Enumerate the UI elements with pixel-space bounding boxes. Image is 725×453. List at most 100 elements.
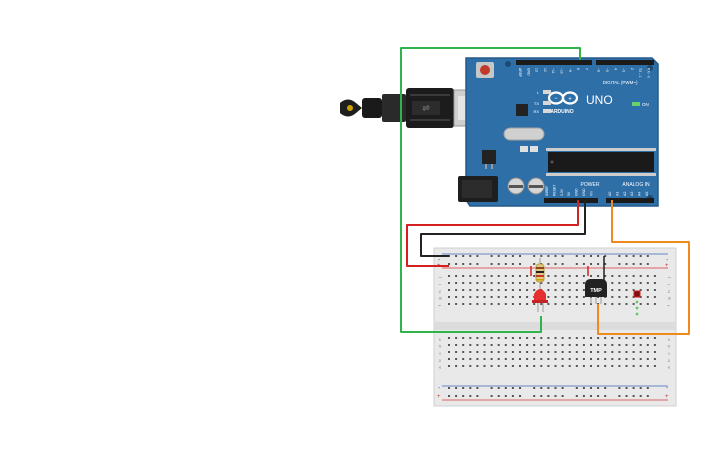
terminal-hole[interactable] — [561, 358, 564, 360]
rail-hole[interactable] — [519, 387, 521, 389]
terminal-hole[interactable] — [611, 275, 614, 277]
terminal-hole[interactable] — [476, 365, 479, 367]
terminal-hole[interactable] — [575, 358, 578, 360]
terminal-hole[interactable] — [448, 275, 450, 277]
terminal-hole[interactable] — [639, 365, 642, 367]
terminal-hole[interactable] — [519, 337, 521, 339]
rail-hole[interactable] — [476, 255, 479, 257]
terminal-hole[interactable] — [590, 337, 592, 339]
rail-hole[interactable] — [582, 387, 585, 389]
terminal-hole[interactable] — [497, 282, 500, 284]
rail-hole[interactable] — [561, 387, 564, 389]
black-wire[interactable] — [420, 200, 586, 257]
terminal-hole[interactable] — [575, 351, 578, 353]
usb-cable[interactable]: ⇌ — [340, 88, 481, 128]
reset-button[interactable] — [476, 62, 494, 78]
terminal-hole[interactable] — [575, 365, 578, 367]
terminal-hole[interactable] — [568, 337, 571, 339]
rail-hole[interactable] — [632, 387, 635, 389]
terminal-hole[interactable] — [646, 282, 649, 284]
rail-hole[interactable] — [462, 387, 465, 389]
terminal-hole[interactable] — [497, 365, 500, 367]
rail-hole[interactable] — [582, 255, 585, 257]
terminal-hole[interactable] — [625, 365, 628, 367]
rail-hole[interactable] — [646, 395, 649, 397]
rail-hole[interactable] — [455, 255, 458, 257]
rail-hole[interactable] — [469, 263, 472, 265]
terminal-hole[interactable] — [540, 365, 543, 367]
terminal-hole[interactable] — [618, 337, 621, 339]
terminal-hole[interactable] — [575, 282, 578, 284]
terminal-hole[interactable] — [476, 351, 479, 353]
terminal-hole[interactable] — [476, 275, 479, 277]
terminal-hole[interactable] — [554, 344, 557, 346]
terminal-hole[interactable] — [533, 337, 536, 339]
terminal-hole[interactable] — [448, 351, 450, 353]
terminal-hole[interactable] — [604, 337, 607, 339]
digital-header[interactable] — [516, 60, 654, 65]
terminal-hole[interactable] — [604, 275, 607, 277]
terminal-hole[interactable] — [533, 282, 536, 284]
terminal-hole[interactable] — [590, 275, 592, 277]
terminal-hole[interactable] — [575, 296, 578, 298]
terminal-hole[interactable] — [469, 275, 472, 277]
rail-hole[interactable] — [476, 387, 479, 389]
terminal-hole[interactable] — [618, 351, 621, 353]
terminal-hole[interactable] — [653, 351, 656, 353]
terminal-hole[interactable] — [568, 296, 571, 298]
terminal-hole[interactable] — [504, 303, 507, 305]
terminal-hole[interactable] — [455, 344, 458, 346]
terminal-hole[interactable] — [604, 358, 607, 360]
rail-hole[interactable] — [476, 395, 479, 397]
terminal-hole[interactable] — [455, 296, 458, 298]
rail-hole[interactable] — [462, 255, 465, 257]
rail-hole[interactable] — [639, 395, 642, 397]
terminal-hole[interactable] — [497, 337, 500, 339]
terminal-hole[interactable] — [611, 344, 614, 346]
terminal-hole[interactable] — [646, 303, 649, 305]
terminal-hole[interactable] — [625, 296, 628, 298]
terminal-hole[interactable] — [582, 282, 585, 284]
terminal-hole[interactable] — [490, 303, 493, 305]
terminal-hole[interactable] — [582, 296, 585, 298]
rail-hole[interactable] — [504, 263, 507, 265]
terminal-hole[interactable] — [519, 358, 521, 360]
terminal-hole[interactable] — [646, 344, 649, 346]
terminal-hole[interactable] — [511, 358, 514, 360]
rail-hole[interactable] — [519, 263, 521, 265]
terminal-hole[interactable] — [646, 358, 649, 360]
tmp-sensor[interactable]: TMP — [585, 279, 607, 304]
terminal-hole[interactable] — [504, 344, 507, 346]
rail-hole[interactable] — [646, 255, 649, 257]
terminal-hole[interactable] — [511, 289, 514, 291]
terminal-hole[interactable] — [632, 344, 635, 346]
terminal-hole[interactable] — [625, 282, 628, 284]
terminal-hole[interactable] — [554, 282, 557, 284]
rail-hole[interactable] — [618, 263, 621, 265]
rail-hole[interactable] — [604, 387, 607, 389]
terminal-hole[interactable] — [639, 303, 642, 305]
rail-hole[interactable] — [490, 255, 493, 257]
terminal-hole[interactable] — [554, 303, 557, 305]
terminal-hole[interactable] — [469, 358, 472, 360]
terminal-hole[interactable] — [455, 275, 458, 277]
terminal-hole[interactable] — [497, 358, 500, 360]
terminal-hole[interactable] — [653, 275, 656, 277]
terminal-hole[interactable] — [639, 296, 642, 298]
terminal-hole[interactable] — [561, 365, 564, 367]
terminal-hole[interactable] — [554, 296, 557, 298]
rail-hole[interactable] — [469, 255, 472, 257]
rail-hole[interactable] — [597, 255, 600, 257]
analog-header[interactable] — [606, 198, 654, 203]
terminal-hole[interactable] — [490, 296, 493, 298]
terminal-hole[interactable] — [540, 358, 543, 360]
terminal-hole[interactable] — [540, 344, 543, 346]
terminal-hole[interactable] — [490, 344, 493, 346]
terminal-hole[interactable] — [519, 289, 521, 291]
terminal-hole[interactable] — [625, 303, 628, 305]
terminal-hole[interactable] — [618, 282, 621, 284]
terminal-hole[interactable] — [625, 289, 628, 291]
terminal-hole[interactable] — [462, 275, 465, 277]
terminal-hole[interactable] — [462, 296, 465, 298]
terminal-hole[interactable] — [448, 344, 450, 346]
